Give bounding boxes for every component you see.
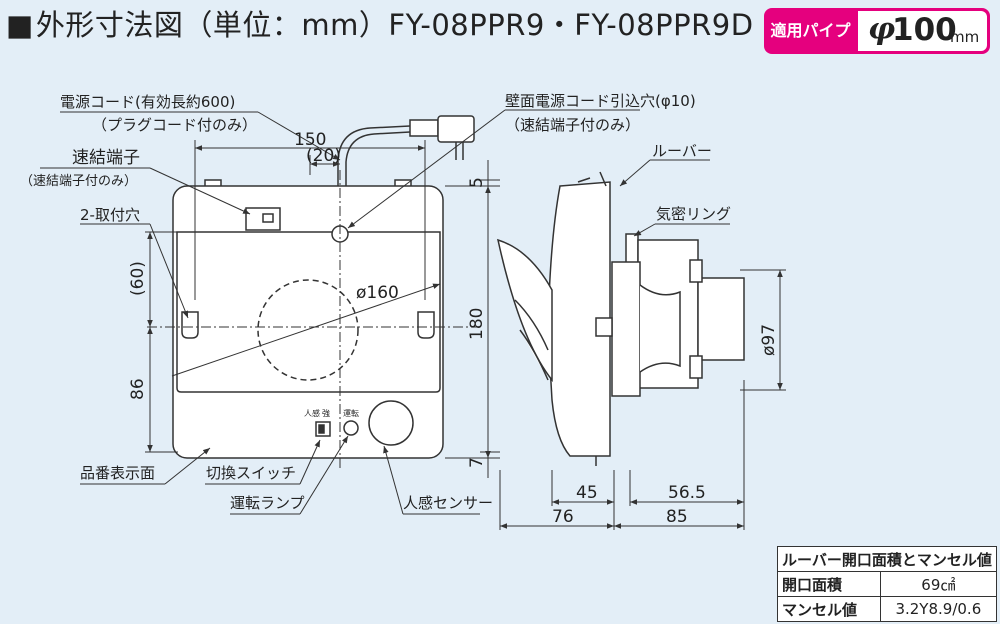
- label-product-label: 品番表示面: [80, 464, 155, 482]
- dim-76: 76: [552, 507, 574, 527]
- table-row: 開口面積 69㎠: [777, 571, 997, 597]
- label-louver: ルーバー: [652, 142, 712, 160]
- dim-56-5: 56.5: [668, 483, 706, 503]
- spec-value-area: 69㎠: [879, 571, 997, 597]
- label-power-cord: 電源コード(有効長約600): [60, 93, 235, 111]
- label-wall-cord-hole: 壁面電源コード引込穴(φ10): [505, 92, 696, 110]
- lamp-mark: 運転: [343, 409, 359, 418]
- spec-value-munsell: 3.2Y8.9/0.6: [879, 596, 997, 622]
- dim-160: ø160: [356, 283, 399, 303]
- pipe-unit: mm: [950, 28, 980, 46]
- switch-left-mark: 人感: [304, 408, 320, 418]
- title-text: 外形寸法図（単位：mm）FY-08PPR9・FY-08PPR9D: [35, 8, 754, 42]
- label-mount-holes: 2-取付穴: [80, 206, 140, 224]
- dim-7: 7: [467, 457, 487, 468]
- table-row: マンセル値 3.2Y8.9/0.6: [777, 596, 997, 622]
- duct-circle-160: [257, 279, 359, 381]
- front-panel: [176, 231, 441, 393]
- dim-60: (60): [128, 261, 148, 296]
- run-lamp: [343, 420, 359, 436]
- pipe-size-badge: 適用パイプ φ 100 mm: [764, 8, 990, 54]
- louver-spec-table: ルーバー開口面積とマンセル値 開口面積 69㎠ マンセル値 3.2Y8.9/0.…: [777, 546, 997, 622]
- spec-title: ルーバー開口面積とマンセル値: [777, 546, 997, 572]
- label-run-lamp: 運転ランプ: [230, 494, 305, 512]
- label-wall-cord-hole-sub: （速結端子付のみ）: [505, 116, 640, 134]
- fan-motor: [697, 277, 745, 361]
- mount-hole-right: [417, 311, 435, 339]
- dim-20: (20): [306, 146, 341, 166]
- label-seal-ring: 気密リング: [656, 205, 731, 223]
- spec-title-row: ルーバー開口面積とマンセル値: [777, 546, 997, 572]
- pipe-label: 適用パイプ: [770, 21, 851, 40]
- label-switch: 切換スイッチ: [206, 464, 296, 482]
- label-quick-terminal-only: （速結端子付のみ）: [20, 174, 137, 189]
- label-quick-terminal: 速結端子: [72, 148, 140, 168]
- title-square-icon: ■: [6, 8, 34, 42]
- dim-86: 86: [128, 378, 148, 400]
- dim-97: ø97: [759, 324, 779, 356]
- label-plug-cord: （プラグコード付のみ）: [92, 116, 257, 134]
- mount-hole-left: [181, 311, 199, 339]
- side-view: [496, 171, 745, 466]
- page-title: ■外形寸法図（単位：mm）FY-08PPR9・FY-08PPR9D: [6, 2, 754, 44]
- phi-symbol: φ: [868, 12, 896, 47]
- spec-label-munsell: マンセル値: [777, 596, 881, 622]
- dim-5: 5: [467, 177, 487, 188]
- dim-150: 150: [294, 130, 326, 150]
- dim-85: 85: [666, 507, 688, 527]
- pipe-diameter-value: 100: [892, 12, 957, 48]
- pipe-value-box: φ 100 mm: [858, 11, 987, 51]
- spec-label-area: 開口面積: [777, 571, 881, 597]
- switch-right-mark: 強: [322, 408, 330, 418]
- label-human-sensor: 人感センサー: [403, 494, 493, 512]
- human-sensor: [368, 400, 414, 446]
- dim-45: 45: [576, 483, 598, 503]
- dim-180: 180: [467, 308, 487, 340]
